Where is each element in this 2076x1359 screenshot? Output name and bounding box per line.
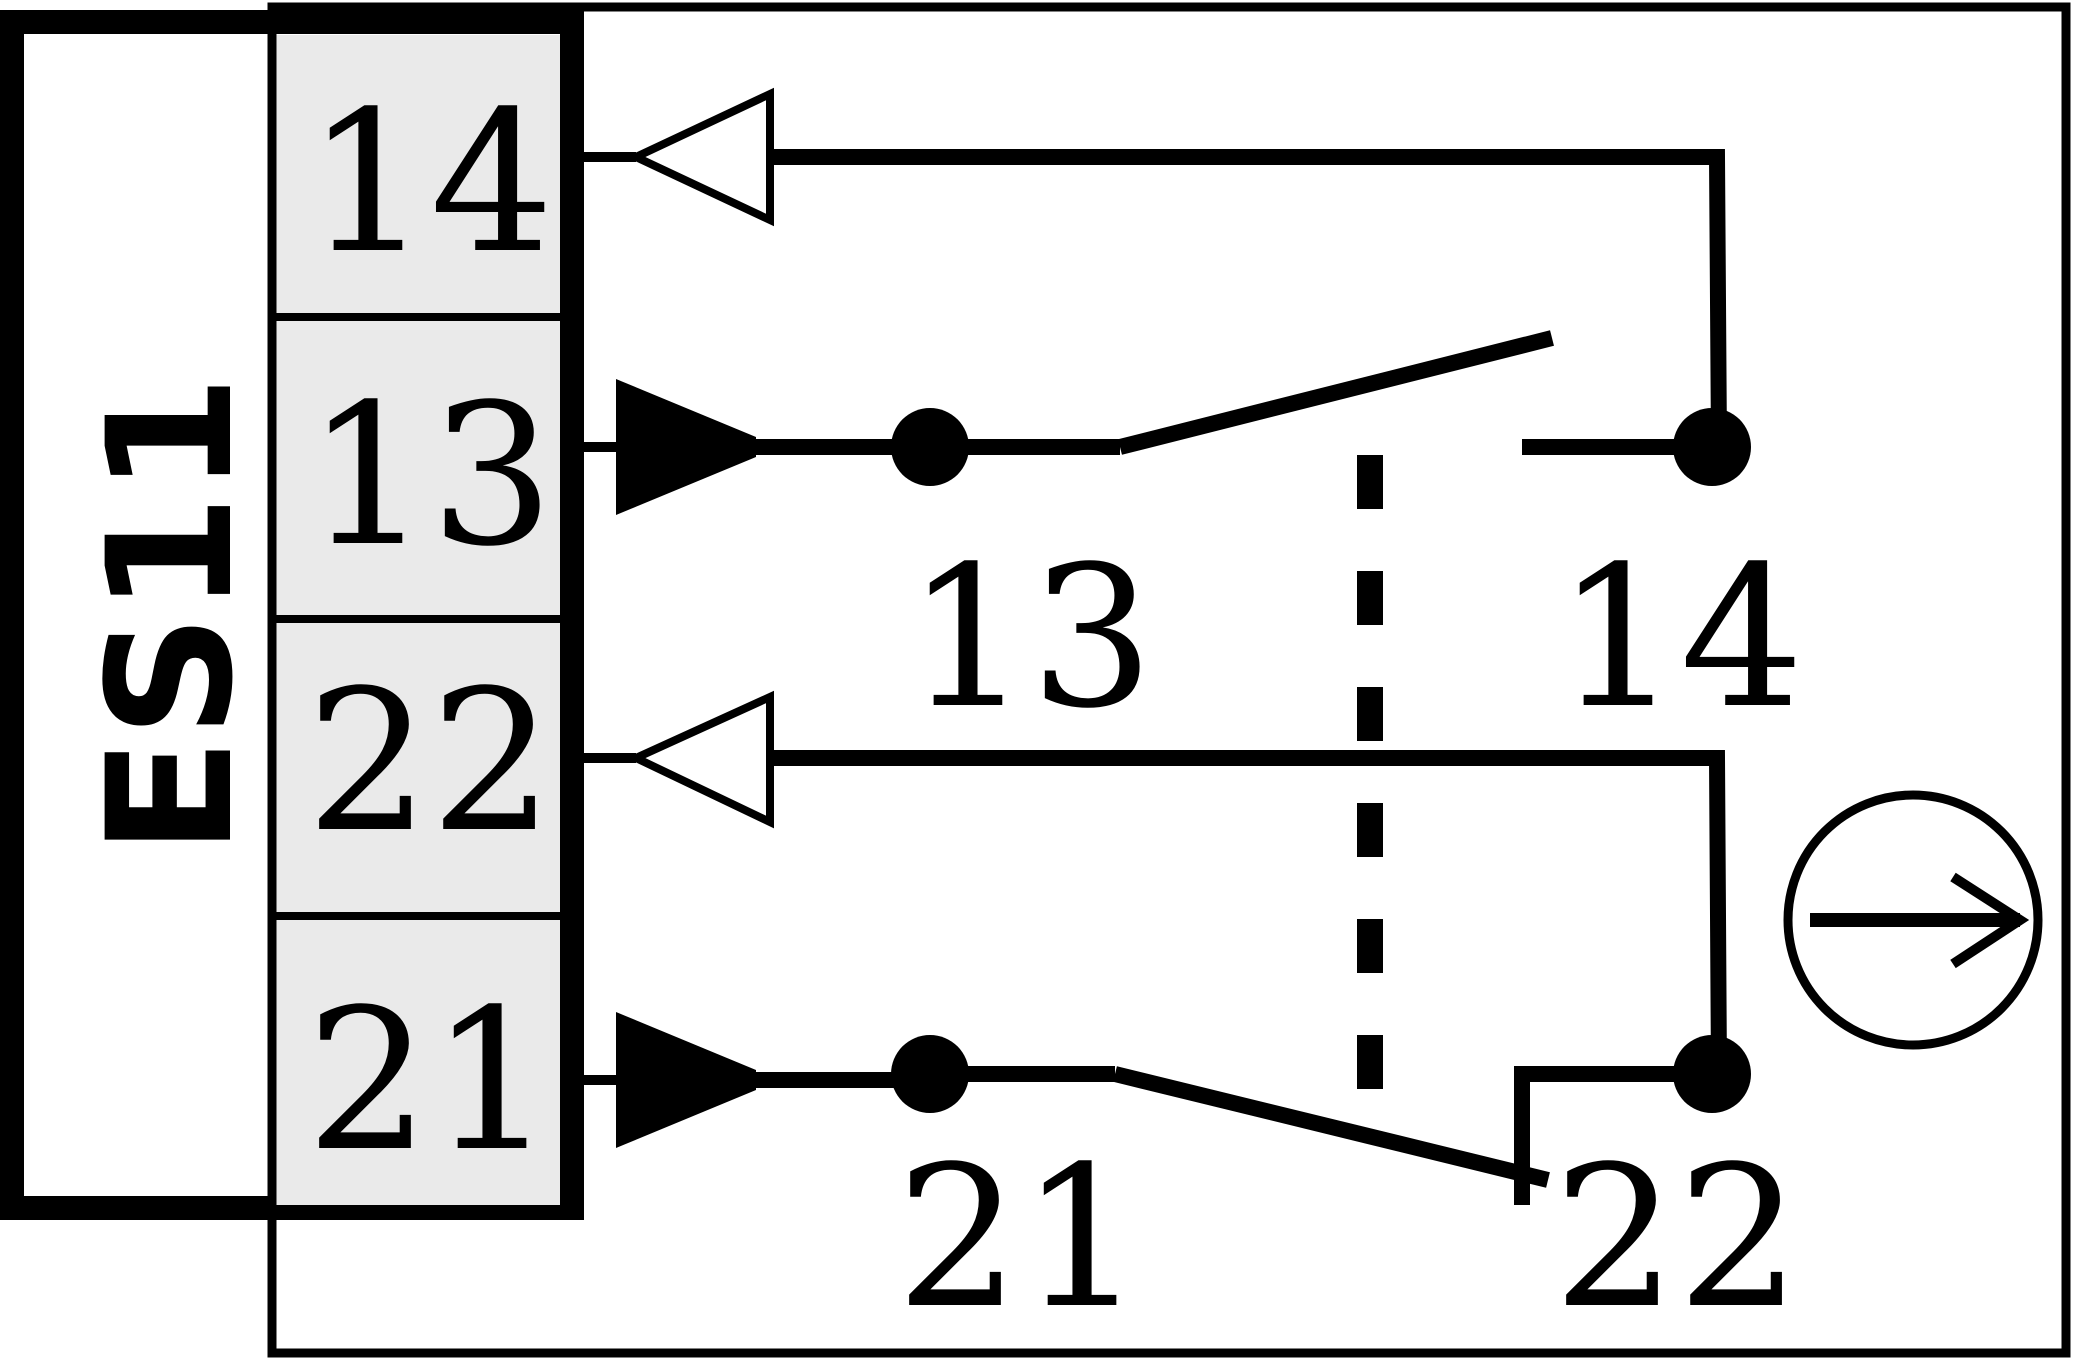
terminal-label-22: 22 [306, 648, 554, 875]
nc-contact-blade [1113, 1066, 1550, 1188]
terminal-cell-21 [272, 919, 560, 1205]
normally-closed-contact: 21 22 [891, 1035, 1801, 1351]
no-contact-blade [1118, 330, 1554, 455]
terminal-cell-13 [272, 320, 560, 617]
terminal-cell-22 [272, 622, 560, 914]
circuit-14 [584, 87, 1727, 448]
circuit-22 [584, 690, 1727, 1075]
output-arrow-icon [626, 690, 774, 829]
input-arrow-icon [616, 379, 756, 515]
terminal-cell-14 [272, 35, 560, 315]
device-name-label: ES11 [70, 375, 271, 856]
circuit-13 [584, 379, 930, 515]
terminal-label-14: 14 [306, 69, 554, 296]
no-contact-left-label: 13 [906, 524, 1154, 751]
output-arrow-icon [626, 87, 774, 227]
terminal-label-21: 21 [306, 967, 554, 1194]
input-arrow-icon [616, 1012, 756, 1148]
normally-open-contact: 13 14 [891, 330, 1804, 751]
terminal-label-13: 13 [306, 362, 554, 589]
contact-node-14 [1673, 408, 1751, 486]
nc-contact-left-label: 21 [896, 1124, 1144, 1351]
no-contact-right-label: 14 [1556, 524, 1804, 751]
terminal-strip: 14 13 22 21 [267, 30, 560, 1210]
circuit-21 [584, 1012, 930, 1148]
contact-node-22 [1673, 1035, 1751, 1113]
positive-opening-arrow-icon [1783, 790, 2043, 1050]
nc-contact-right-label: 22 [1553, 1124, 1801, 1351]
nc-fixed-contact [1514, 1066, 1712, 1205]
